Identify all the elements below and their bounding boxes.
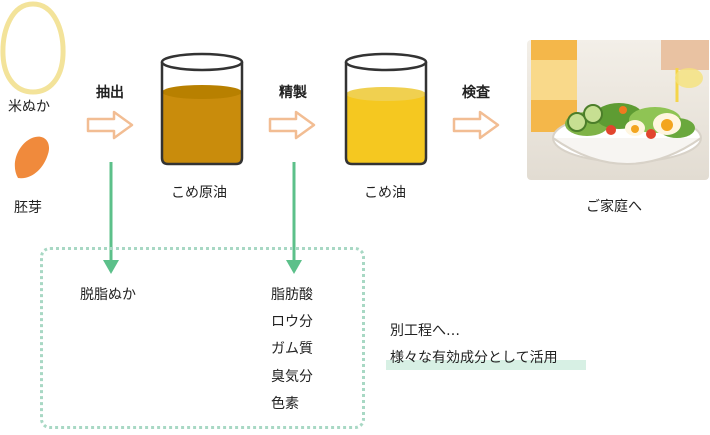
byproduct-item: ロウ分 (271, 314, 313, 330)
step-extraction-label: 抽出 (96, 85, 124, 101)
byproduct-item: 臭気分 (271, 369, 313, 385)
rice-oil-beaker (344, 52, 428, 166)
rice-bran-label: 米ぬか (8, 99, 50, 115)
arrow-down-icon (103, 162, 119, 274)
rice-grain-icon (0, 1, 66, 95)
germ-label: 胚芽 (14, 200, 42, 216)
crude-oil-label: こめ原油 (171, 185, 227, 201)
byproduct-item: 色素 (271, 396, 299, 412)
usage-highlight (386, 360, 586, 370)
step-refining-label: 精製 (279, 85, 307, 101)
crude-oil-beaker (160, 52, 244, 166)
arrow-right-icon (452, 110, 500, 140)
rice-oil-label: こめ油 (364, 185, 406, 201)
arrow-right-icon (86, 110, 134, 140)
salad-photo (527, 40, 709, 180)
to-home-label: ご家庭へ (586, 199, 642, 215)
byproduct-item: ガム質 (271, 341, 313, 357)
defatted-bran-label: 脱脂ぬか (80, 287, 136, 303)
germ-icon (14, 136, 50, 179)
step-inspection-label: 検査 (462, 85, 490, 101)
other-process-note: 別工程へ… (390, 323, 460, 339)
arrow-right-icon (268, 110, 316, 140)
arrow-down-icon (286, 162, 302, 274)
byproduct-box (40, 247, 365, 429)
usage-note: 様々な有効成分として活用 (390, 350, 558, 366)
byproduct-item: 脂肪酸 (271, 287, 313, 303)
